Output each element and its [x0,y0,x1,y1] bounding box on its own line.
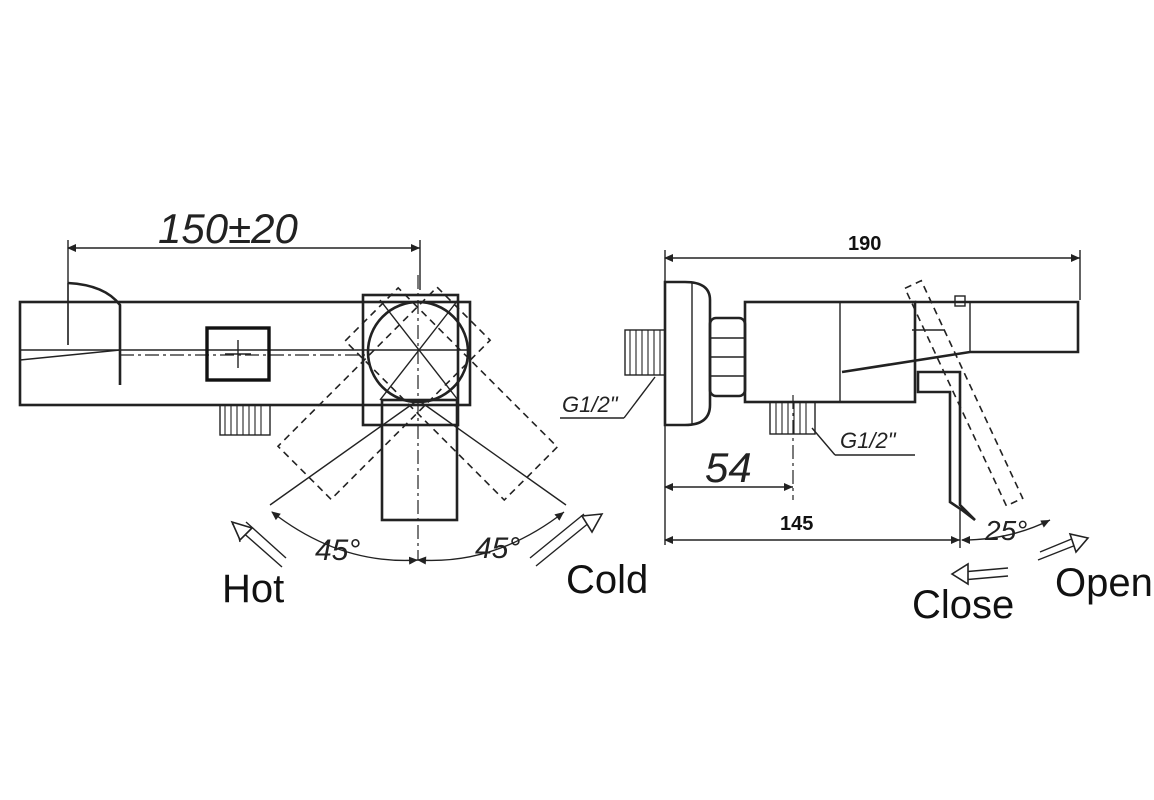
cold-indicator: Cold [529,513,648,602]
body-length-dimension: 145 [664,510,961,548]
hot-indicator: Hot [222,520,287,611]
close-label: Close [912,583,1014,627]
side-wall-fitting [624,280,747,427]
angle-right-label: 45° [475,532,520,565]
close-indicator: Close [912,562,1014,627]
open-arrow-icon [1068,532,1090,554]
close-arrow-icon [950,562,969,586]
hot-arrow-icon [230,520,254,542]
length-label: 190 [848,233,881,255]
front-width-label: 150±20 [158,205,298,252]
front-view: 150±20 [18,205,648,611]
thread-callout-outlet: G1/2" [811,427,915,456]
thread-callout-wall: G1/2" [560,376,656,419]
side-length-dimension: 190 [664,233,1081,545]
side-view: 190 [560,233,1153,627]
front-outlet-thread [219,404,271,436]
cold-label: Cold [566,558,648,602]
inlet-offset-label: 54 [705,444,752,491]
angle-left-label: 45° [315,534,360,567]
inlet-offset-dimension: 54 [664,444,793,491]
front-width-dimension: 150±20 [67,205,421,345]
side-mixer-body [743,279,1080,522]
front-handle [276,275,559,560]
cold-arrow-icon [580,513,604,534]
open-label: Open [1055,561,1153,605]
lever-angle: 25° [961,515,1051,546]
body-length-label: 145 [780,513,813,535]
thread-wall-label: G1/2" [562,392,619,417]
front-mixer-body [18,281,472,436]
front-angle-arcs: 45° 45° [269,399,567,567]
lever-angle-label: 25° [984,515,1027,546]
hot-label: Hot [222,567,284,611]
thread-outlet-label: G1/2" [840,428,897,453]
open-indicator: Open [1037,532,1153,605]
side-outlet-thread [769,395,816,500]
